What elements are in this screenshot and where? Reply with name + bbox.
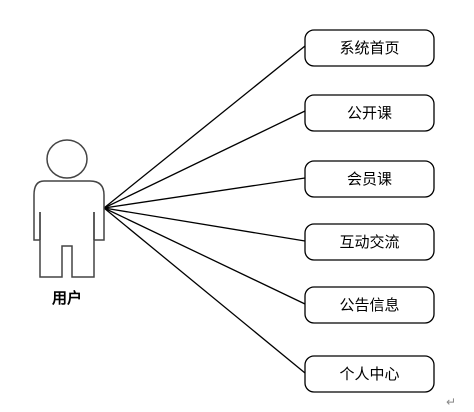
use-case-announcement: 公告信息 (304, 286, 435, 324)
association-line-interaction (103, 207, 306, 242)
use-case-home: 系统首页 (304, 29, 435, 67)
use-case-label: 会员课 (347, 170, 392, 188)
association-line-public-course (103, 110, 306, 209)
return-mark-icon: ↵ (446, 395, 456, 409)
use-case-member-course: 会员课 (304, 160, 435, 198)
association-line-member-course (103, 177, 306, 209)
use-case-label: 系统首页 (339, 39, 399, 57)
actor-head (46, 139, 88, 179)
association-lines (103, 45, 306, 374)
use-case-label: 互动交流 (339, 233, 399, 251)
use-case-public-course: 公开课 (304, 94, 435, 132)
association-line-announcement (103, 207, 306, 305)
actor-figure (33, 139, 105, 278)
use-case-personal-center: 个人中心 (304, 355, 435, 393)
association-line-home (103, 45, 306, 209)
use-case-label: 公告信息 (339, 296, 399, 314)
association-line-personal-center (103, 207, 306, 374)
use-case-interaction: 互动交流 (304, 223, 435, 261)
use-case-label: 个人中心 (339, 365, 399, 383)
use-case-label: 公开课 (347, 104, 392, 122)
actor-body (33, 180, 105, 278)
actor-label: 用户 (52, 289, 82, 307)
